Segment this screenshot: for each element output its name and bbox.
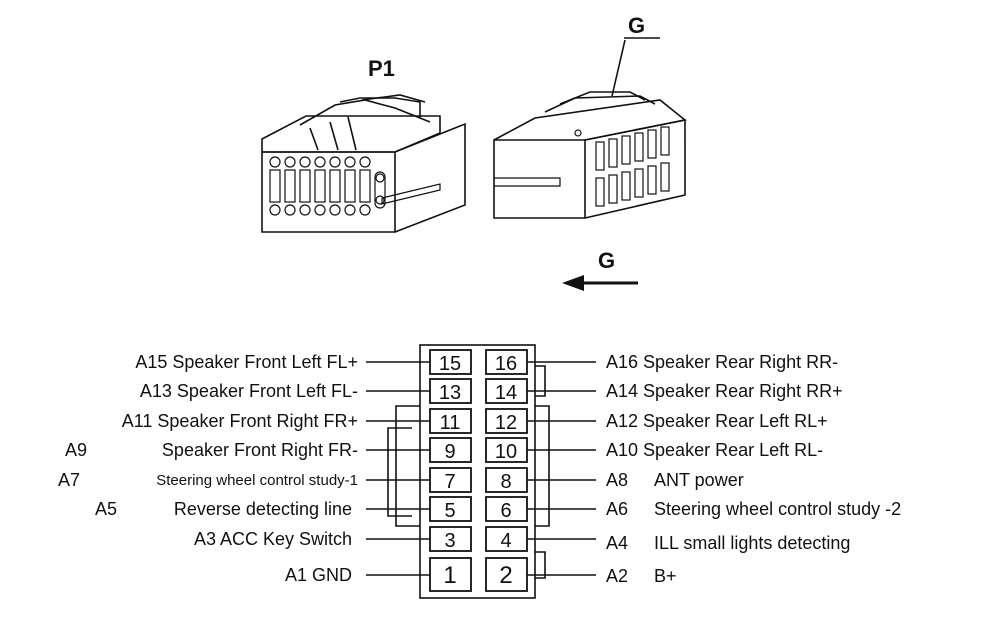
right-pin-labels: A16 Speaker Rear Right RR- A14 Speaker R… bbox=[606, 352, 901, 586]
label-a8-text: ANT power bbox=[654, 470, 744, 490]
left-pin-labels: A15 Speaker Front Left FL+ A13 Speaker F… bbox=[58, 352, 358, 585]
connector-p1-illustration: P1 bbox=[261, 56, 466, 233]
pin-number-14: 14 bbox=[495, 382, 517, 404]
pin-number-1: 1 bbox=[443, 562, 456, 589]
label-a2-code: A2 bbox=[606, 566, 628, 586]
pin-number-12: 12 bbox=[495, 412, 517, 434]
pin-box-10 bbox=[485, 437, 528, 463]
pin-box-13 bbox=[429, 378, 472, 404]
label-a7-text: Steering wheel control study-1 bbox=[156, 472, 358, 489]
pin-number-4: 4 bbox=[500, 530, 511, 552]
pin-number-2: 2 bbox=[499, 562, 512, 589]
label-a13: A13 Speaker Front Left FL- bbox=[140, 381, 358, 401]
label-a15: A15 Speaker Front Left FL+ bbox=[135, 352, 358, 372]
pin-number-16: 16 bbox=[495, 353, 517, 375]
direction-arrow: G bbox=[562, 248, 638, 291]
label-a6-text: Steering wheel control study -2 bbox=[654, 499, 901, 519]
pin-box-5 bbox=[429, 496, 472, 522]
pin-number-11: 11 bbox=[440, 412, 461, 434]
label-a1: A1 GND bbox=[285, 565, 352, 585]
pin-number-3: 3 bbox=[444, 530, 455, 552]
label-a2-text: B+ bbox=[654, 566, 677, 586]
label-a4-code: A4 bbox=[606, 533, 628, 553]
pin-number-8: 8 bbox=[500, 471, 511, 493]
label-a9-text: Speaker Front Right FR- bbox=[162, 440, 358, 460]
pin-number-5: 5 bbox=[444, 500, 455, 522]
label-a5-text: Reverse detecting line bbox=[174, 499, 352, 519]
connector-g-illustration: G bbox=[493, 13, 687, 219]
pin-number-9: 9 bbox=[444, 441, 455, 463]
pin-box-11 bbox=[429, 408, 472, 434]
pin-box-3 bbox=[429, 526, 472, 552]
label-a7-code: A7 bbox=[58, 470, 80, 490]
pin-number-10: 10 bbox=[495, 441, 517, 463]
pin-box-15 bbox=[429, 349, 472, 375]
label-a9-code: A9 bbox=[65, 440, 87, 460]
pin-number-13: 13 bbox=[439, 382, 461, 404]
pin-box-1 bbox=[429, 557, 472, 592]
arrow-g-label: G bbox=[598, 248, 615, 273]
label-a12: A12 Speaker Rear Left RL+ bbox=[606, 411, 828, 431]
pin-box-16 bbox=[485, 349, 528, 375]
label-a5-code: A5 bbox=[95, 499, 117, 519]
label-a3: A3 ACC Key Switch bbox=[194, 529, 352, 549]
connector-g-label: G bbox=[628, 13, 645, 38]
label-a8-code: A8 bbox=[606, 470, 628, 490]
pin-box-6 bbox=[485, 496, 528, 522]
label-a11: A11 Speaker Front Right FR+ bbox=[122, 411, 358, 431]
pin-box-9 bbox=[429, 437, 472, 463]
pin-box-4 bbox=[485, 526, 528, 552]
pin-box-7 bbox=[429, 467, 472, 493]
label-a16: A16 Speaker Rear Right RR- bbox=[606, 352, 838, 372]
pinout-block: 15 16 13 14 11 12 9 10 7 8 5 6 3 4 1 2 bbox=[366, 344, 596, 599]
pin-number-7: 7 bbox=[444, 471, 455, 493]
label-a10: A10 Speaker Rear Left RL- bbox=[606, 440, 823, 460]
pin-number-6: 6 bbox=[500, 500, 511, 522]
pin-number-15: 15 bbox=[439, 353, 461, 375]
label-a14: A14 Speaker Rear Right RR+ bbox=[606, 381, 843, 401]
connector-p1-label: P1 bbox=[368, 56, 395, 81]
label-a4-text: ILL small lights detecting bbox=[654, 533, 850, 553]
pin-box-8 bbox=[485, 467, 528, 493]
label-a6-code: A6 bbox=[606, 499, 628, 519]
